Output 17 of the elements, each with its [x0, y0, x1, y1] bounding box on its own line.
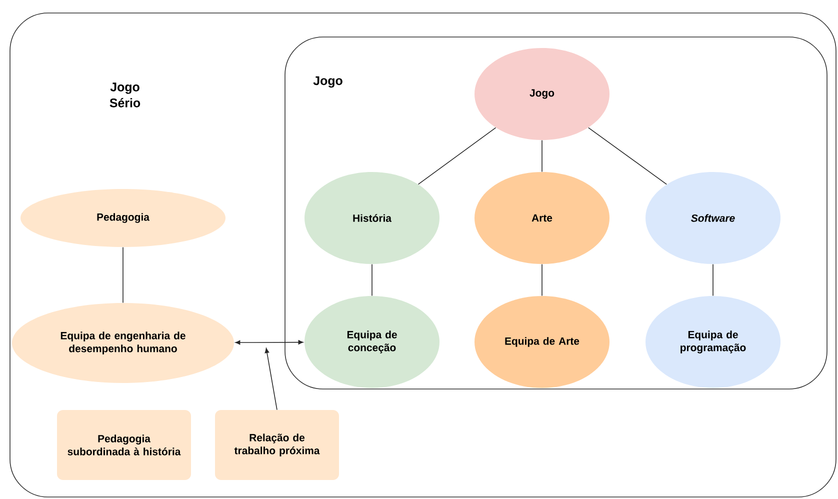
connector-line [588, 127, 668, 185]
ellipse-node: Equipa de programação [646, 296, 780, 388]
ellipse-node: Equipa de conceção [304, 296, 440, 388]
ellipse-node: Software [646, 172, 780, 264]
arrow [264, 348, 278, 410]
ellipse-node: Pedagogia [20, 189, 226, 247]
arrow [235, 340, 304, 345]
ellipse-node: Arte [474, 172, 610, 264]
connector-line [418, 127, 496, 185]
connector-line [122, 246, 124, 304]
ellipse-node: Equipa de engenharia de desempenho humano [12, 303, 234, 383]
ellipse-node: Jogo [474, 48, 610, 140]
connector-line [712, 264, 714, 296]
note-box: Relação de trabalho próxima [215, 410, 339, 480]
ellipse-node: Equipa de Arte [474, 296, 610, 388]
ellipse-node: História [304, 172, 440, 264]
note-box: Pedagogia subordinada à história [57, 410, 191, 480]
